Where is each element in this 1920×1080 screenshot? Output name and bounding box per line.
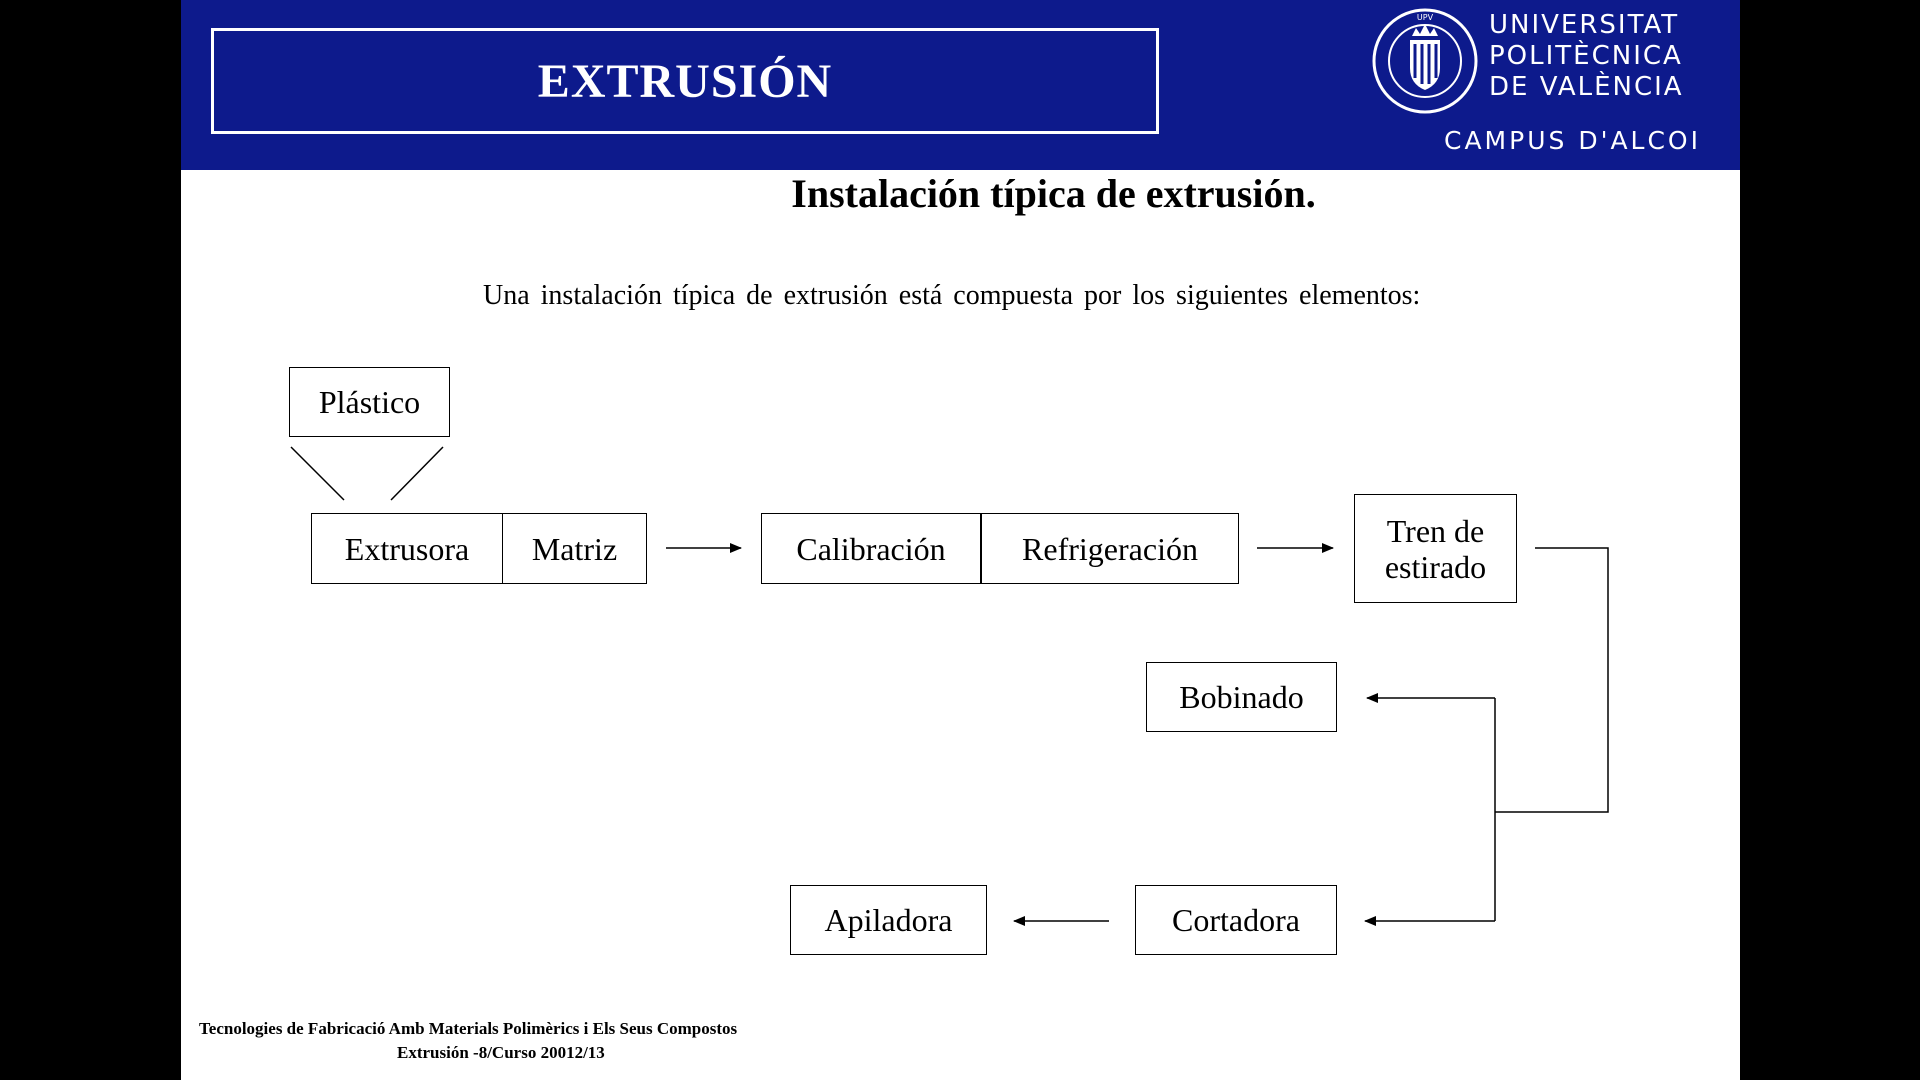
node-tren-line-2: estirado	[1384, 548, 1487, 585]
university-logo: UPV UNIVERSITAT POLITÈCNICA DE VALÈNCIA …	[1366, 0, 1740, 170]
title-box: EXTRUSIÓN	[211, 28, 1159, 134]
svg-text:UPV: UPV	[1417, 13, 1434, 22]
slide-subtitle: Instalación típica de extrusión.	[791, 171, 1316, 216]
node-bobinado: Bobinado	[1146, 662, 1337, 732]
diagram-connectors	[290, 446, 1609, 926]
node-tren-de-estirado: Tren de estirado	[1354, 494, 1517, 603]
university-seal-icon: UPV	[1372, 8, 1478, 114]
footer-course: Tecnologies de Fabricació Amb Materials …	[199, 1019, 738, 1038]
node-calibracion: Calibración	[761, 513, 981, 584]
node-refrigeracion: Refrigeración	[981, 513, 1239, 584]
logo-line-2: POLITÈCNICA	[1489, 41, 1683, 71]
connector-tren-junction	[1495, 547, 1609, 813]
hopper-line-left	[290, 446, 345, 501]
node-tren-line-1: Tren de	[1386, 512, 1485, 549]
logo-line-3: DE VALÈNCIA	[1489, 72, 1684, 102]
slide-title: EXTRUSIÓN	[537, 54, 833, 108]
node-plastico: Plástico	[289, 367, 450, 437]
logo-campus: CAMPUS D'ALCOI	[1444, 126, 1701, 155]
node-matriz: Matriz	[502, 513, 647, 584]
node-apiladora: Apiladora	[790, 885, 987, 955]
node-extrusora: Extrusora	[311, 513, 503, 584]
intro-text: Una instalación típica de extrusión está…	[483, 280, 1421, 311]
slide: EXTRUSIÓN UPV UNIVERSITAT POLITÈCNICA DE…	[181, 0, 1740, 1080]
logo-line-1: UNIVERSITAT	[1489, 10, 1680, 40]
hopper-line-right	[390, 446, 444, 501]
footer-page: Extrusión -8/Curso 20012/13	[397, 1043, 605, 1062]
node-cortadora: Cortadora	[1135, 885, 1337, 955]
header-bar: EXTRUSIÓN UPV UNIVERSITAT POLITÈCNICA DE…	[181, 0, 1740, 170]
